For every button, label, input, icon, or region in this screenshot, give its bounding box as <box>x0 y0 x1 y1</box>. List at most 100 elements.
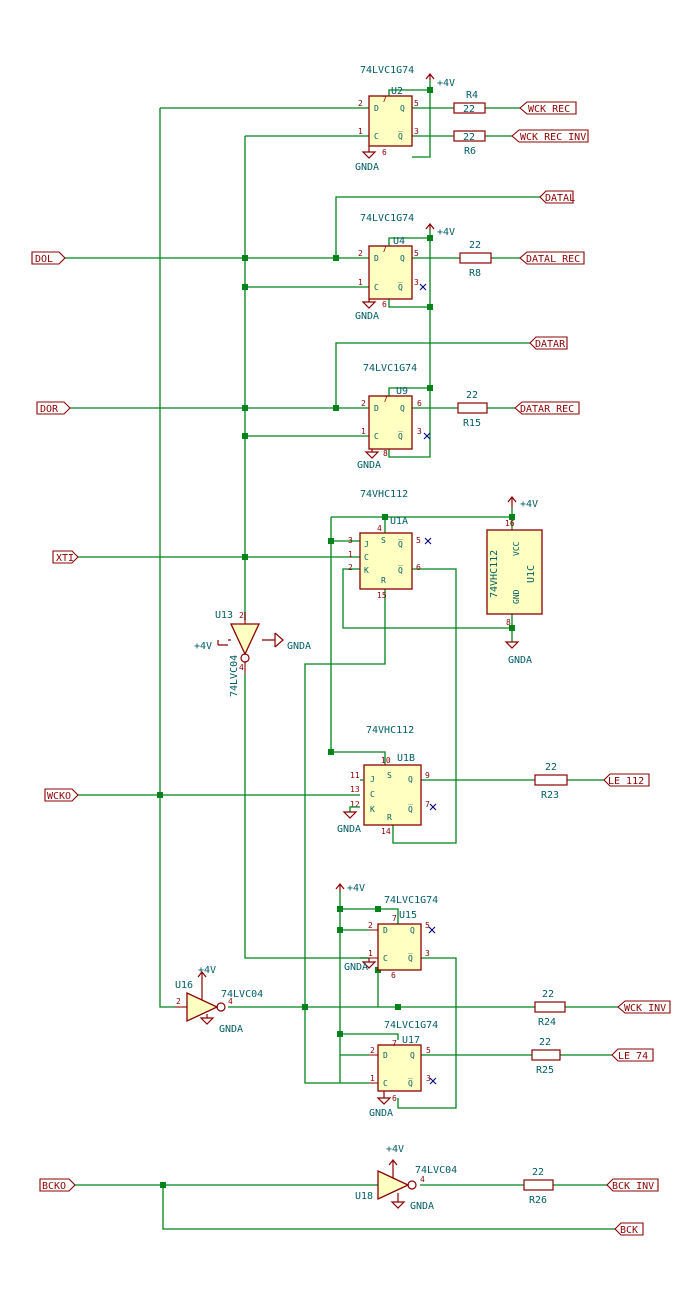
junction <box>509 514 515 520</box>
ic-u15[interactable]: 74LVC1G74 U15 D C Q Q̅ 2 1 5 3 7 6 <box>368 895 438 980</box>
ic-u13[interactable]: U13 74LVC04 2 4 GNDA +4V <box>194 610 311 697</box>
net-label-wck-inv[interactable]: WCK_INV <box>617 1000 671 1014</box>
pin-number: 3 <box>348 536 353 545</box>
ic-u1a[interactable]: 74VHC112 U1A J C K S R Q̅ Q̅ 3 1 2 5 6 4… <box>348 489 432 600</box>
pin-name: Q <box>400 104 405 113</box>
net-label-datar[interactable]: DATAR <box>529 336 568 350</box>
pin-name: C <box>374 132 379 141</box>
ic-u17[interactable]: 74LVC1G74 U17 D C Q Q̅ 2 1 5 3 7 6 <box>369 1020 438 1103</box>
junction <box>328 749 334 755</box>
power-gnd-label: GNDA <box>219 1024 243 1035</box>
resistor-ref: R4 <box>466 90 478 101</box>
resistor-value: 22 <box>469 240 481 251</box>
power-gnd-u15: GNDA <box>344 958 377 973</box>
junction <box>395 1004 401 1010</box>
resistor-ref: R15 <box>463 418 481 429</box>
resistor-r4[interactable]: R4 22 <box>453 90 486 115</box>
pin-name: K <box>370 805 375 814</box>
pin-number: 2 <box>368 921 373 930</box>
resistor-r25[interactable]: 22 R25 <box>531 1037 561 1076</box>
ic-u16[interactable]: U16 74LVC04 2 4 <box>175 980 263 1023</box>
net-label-dol[interactable]: DOL <box>31 251 66 265</box>
power-vcc-label: +4V <box>194 641 212 652</box>
pin-number: 3 <box>414 278 419 287</box>
net-label-text: WCK_INV <box>624 1003 666 1014</box>
pin-number: 2 <box>239 611 244 620</box>
power-vcc-label: +4V <box>386 1144 404 1155</box>
resistor-r6[interactable]: 22 R6 <box>453 130 486 157</box>
ic-u2[interactable]: 74LVC1G74 U2 D C Q Q̅ 2 1 5 3 7 6 <box>358 65 419 157</box>
part-ref: U18 <box>355 1191 373 1202</box>
junction <box>242 554 248 560</box>
ic-u4[interactable]: 74LVC1G74 U4 D C Q Q̅ 2 1 5 3 7 6 <box>358 213 427 309</box>
net-label-le-112[interactable]: LE_112 <box>603 773 650 787</box>
part-value: 74LVC1G74 <box>360 213 414 224</box>
pin-name: C <box>374 283 379 292</box>
net-label-xti[interactable]: XTI <box>52 550 79 564</box>
net-label-text: WCKO <box>47 791 71 802</box>
power-gnd-label: GNDA <box>410 1201 434 1212</box>
pin-number: 8 <box>506 618 511 627</box>
net-label-datal[interactable]: DATAL <box>539 190 575 204</box>
pin-number: 13 <box>350 785 360 794</box>
ic-u9[interactable]: 74LVC1G74 U9 D C Q Q̅ 2 1 6 3 7 8 <box>361 363 431 458</box>
ic-u1b[interactable]: 74VHC112 U1B J C K S R Q Q̅ 11 13 12 9 7… <box>349 725 437 836</box>
net-label-text: XTI <box>56 553 74 564</box>
ic-u1c[interactable]: 74VHC112 U1C VCC GND 16 8 <box>486 519 543 627</box>
net-label-datal-rec[interactable]: DATAL_REC <box>519 251 585 265</box>
power-gnd-u2: GNDA <box>355 146 379 173</box>
pin-number: 5 <box>425 921 430 930</box>
net-label-text: DOR <box>40 404 59 415</box>
pin-number: 6 <box>382 148 387 157</box>
resistors: R4 22 22 R6 22 R8 22 R15 22 R23 22 R24 <box>453 90 568 1206</box>
resistor-r23[interactable]: 22 R23 <box>534 762 568 801</box>
pin-name: VCC <box>512 541 521 556</box>
power-gnd-u16: GNDA <box>199 1014 243 1035</box>
net-label-bcko[interactable]: BCKO <box>39 1178 76 1192</box>
ic-u18[interactable]: U18 74LVC04 4 <box>355 1165 457 1202</box>
pin-name: C <box>383 954 388 963</box>
wires <box>65 80 618 1230</box>
net-label-text: DOL <box>35 254 53 265</box>
pin-number: 7 <box>383 395 388 404</box>
net-label-text: DATAR_REC <box>520 404 574 415</box>
resistor-r15[interactable]: 22 R15 <box>457 390 488 429</box>
resistor-ref: R24 <box>538 1017 556 1028</box>
power-symbols: +4V +4V +4V +4V +4V +4V GNDA GNDA GNDA G… <box>197 73 538 1212</box>
junction <box>337 927 343 933</box>
junction <box>382 514 388 520</box>
power-gnd-label: GNDA <box>369 1108 393 1119</box>
no-connect-marker <box>424 537 432 545</box>
resistor-r26[interactable]: 22 R26 <box>523 1167 554 1206</box>
net-label-bck-inv[interactable]: BCK_INV <box>606 1178 659 1192</box>
net-label-bck[interactable]: BCK <box>614 1222 644 1236</box>
junctions <box>157 87 515 1188</box>
pin-number: 7 <box>382 245 387 254</box>
net-label-text: DATAL_REC <box>526 254 580 265</box>
pin-number: 6 <box>417 399 422 408</box>
junction <box>242 255 248 261</box>
net-label-wcko[interactable]: WCKO <box>44 788 79 802</box>
part-ref: U4 <box>393 236 405 247</box>
resistor-r24[interactable]: 22 R24 <box>534 989 566 1028</box>
part-ref: U1C <box>526 565 537 583</box>
junction <box>333 255 339 261</box>
pin-name: Q̅ <box>408 804 413 814</box>
pin-number: 12 <box>350 800 360 809</box>
net-label-dor[interactable]: DOR <box>36 401 71 415</box>
resistor-r8[interactable]: 22 R8 <box>459 240 492 279</box>
net-label-datar-rec[interactable]: DATAR_REC <box>514 401 580 415</box>
pin-number: 16 <box>505 519 515 528</box>
junction <box>337 906 343 912</box>
pin-name: Q <box>410 926 415 935</box>
no-connect-marker <box>429 803 437 811</box>
pin-name: Q <box>400 254 405 263</box>
net-label-wck-rec[interactable]: WCK_REC <box>519 101 577 115</box>
net-label-text: DATAL <box>545 193 575 204</box>
part-value: 74LVC04 <box>229 655 240 697</box>
pin-number: 11 <box>350 771 360 780</box>
pin-name: Q̅ <box>398 565 403 575</box>
net-label-le-74[interactable]: LE_74 <box>611 1048 654 1062</box>
junction <box>157 792 163 798</box>
net-label-wck-rec-inv[interactable]: WCK_REC_INV <box>511 129 589 143</box>
